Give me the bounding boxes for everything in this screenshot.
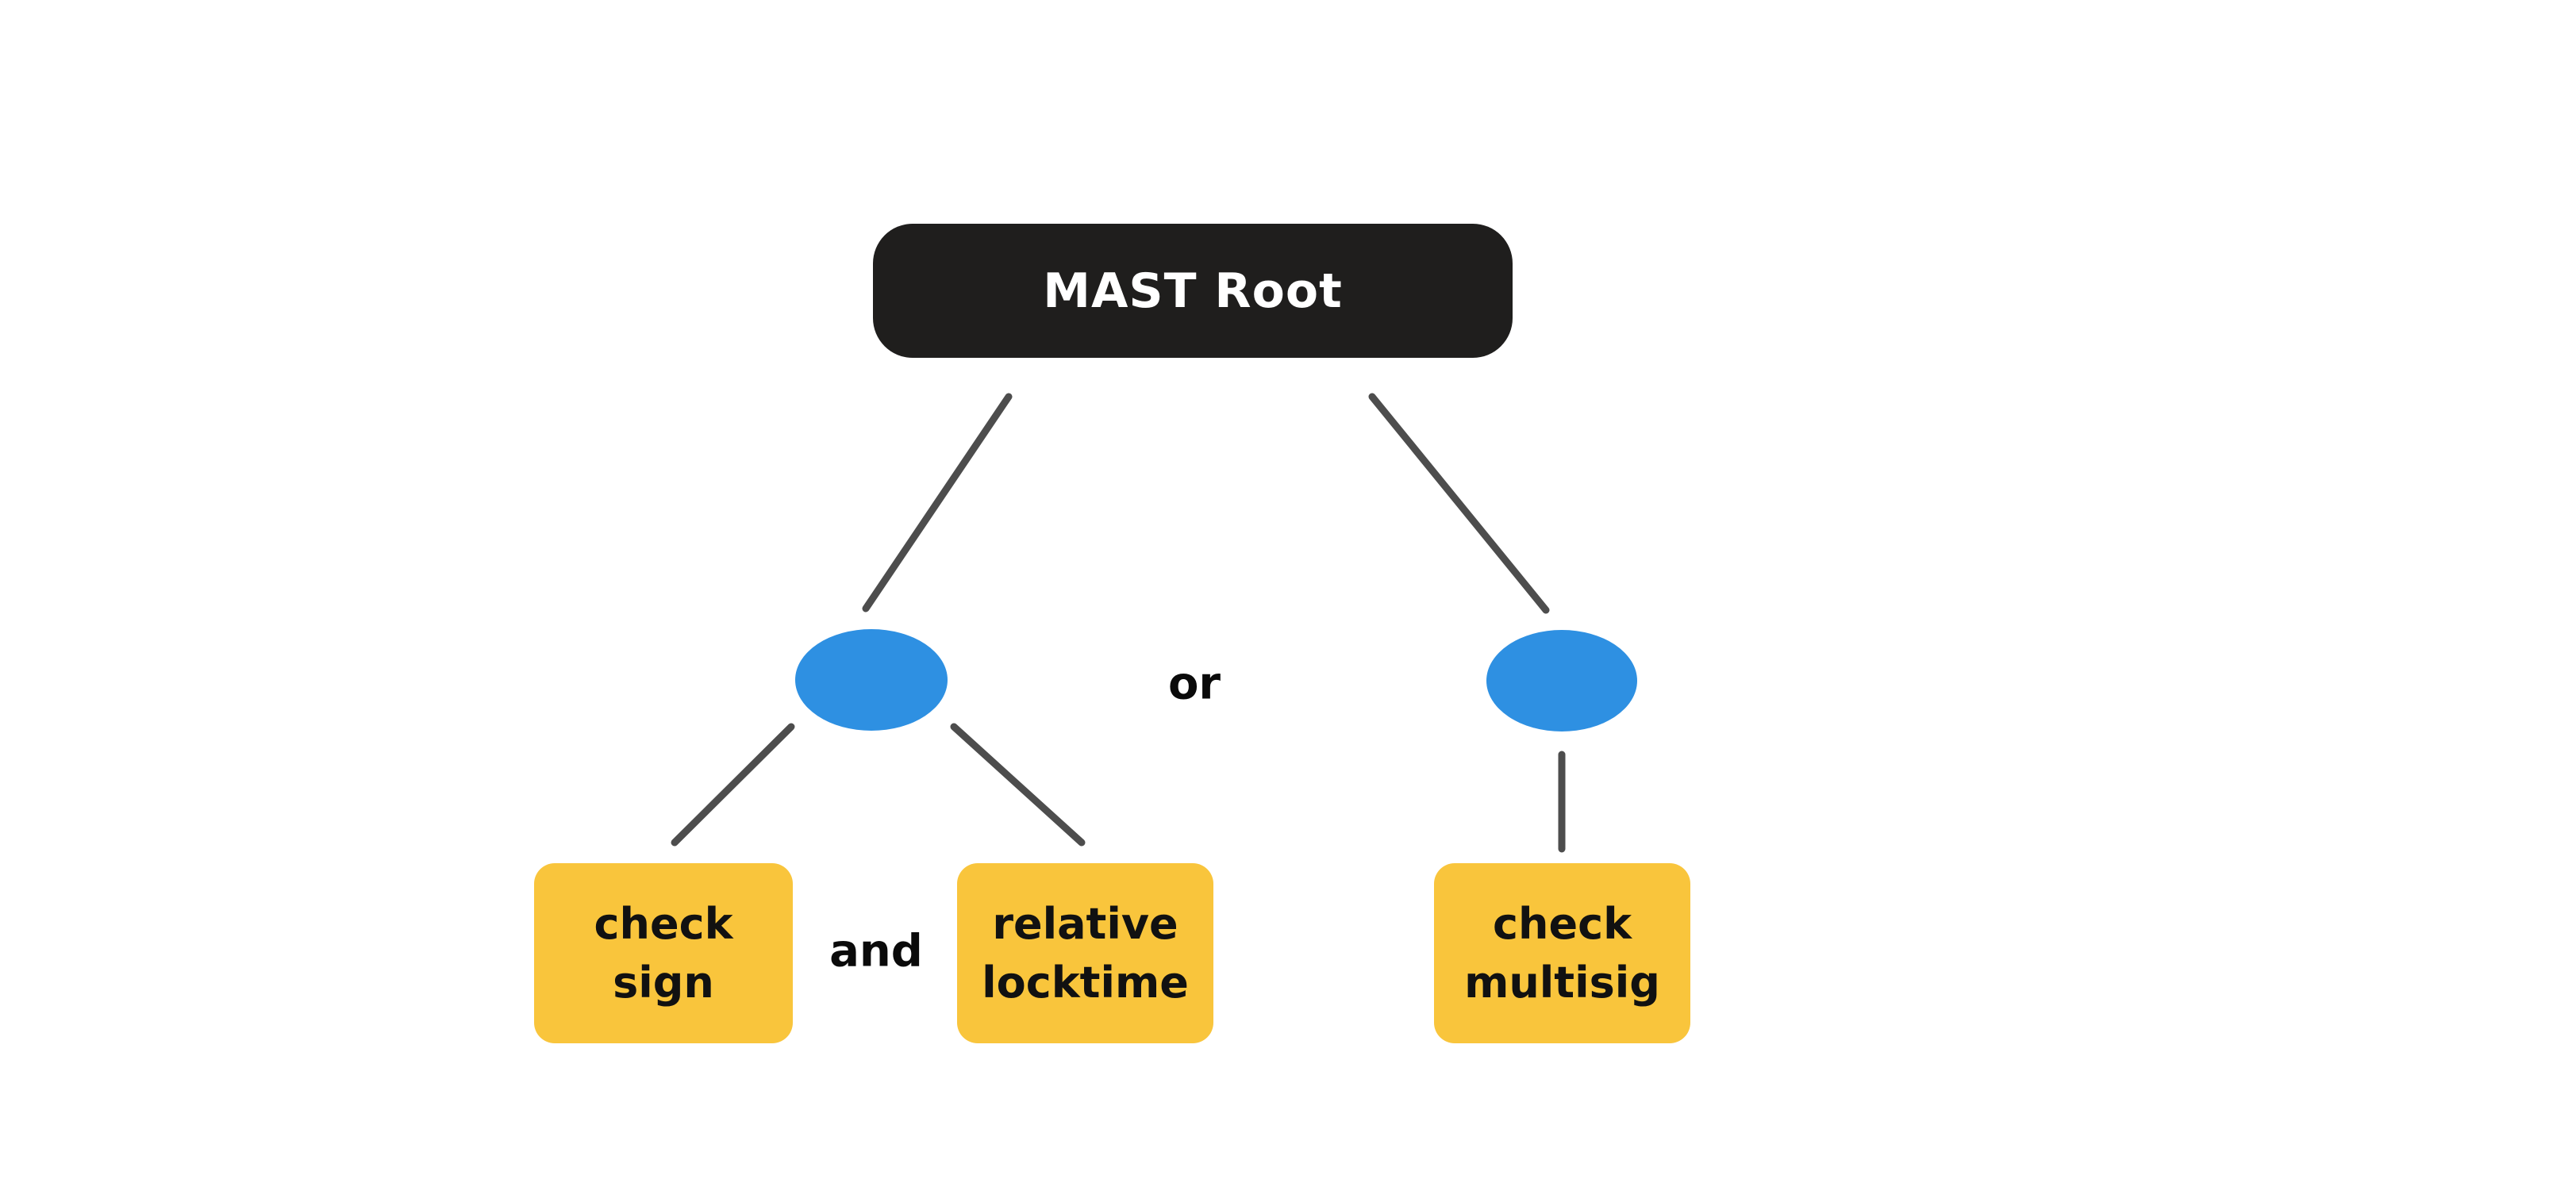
leaf-check-multisig-line1: check	[1493, 898, 1632, 949]
mast-root-label: MAST Root	[1043, 263, 1343, 319]
or-text: or	[1167, 658, 1221, 710]
left-branch-node	[795, 629, 948, 731]
leaf-relative-locktime-line2: locktime	[982, 957, 1189, 1008]
leaf-relative-locktime: relative locktime	[957, 863, 1213, 1043]
leaf-check-sign: check sign	[534, 863, 793, 1043]
leaf-relative-locktime-line1: relative	[992, 898, 1178, 949]
edge-root-to-right-branch	[1368, 393, 1550, 614]
leaf-check-multisig: check multisig	[1434, 863, 1690, 1043]
or-operator-label: or	[1168, 659, 1221, 710]
and-text: and	[829, 925, 923, 977]
edge-left-branch-to-relative-locktime	[950, 723, 1086, 847]
and-operator-label: and	[829, 926, 923, 977]
edge-root-to-left-branch	[862, 393, 1013, 612]
leaf-check-sign-line1: check	[594, 898, 733, 949]
right-branch-node	[1486, 630, 1637, 731]
leaf-check-sign-line2: sign	[613, 957, 714, 1008]
leaf-check-multisig-line2: multisig	[1464, 957, 1660, 1008]
edge-left-branch-to-check-sign	[671, 723, 795, 847]
mast-root-node: MAST Root	[873, 224, 1513, 358]
